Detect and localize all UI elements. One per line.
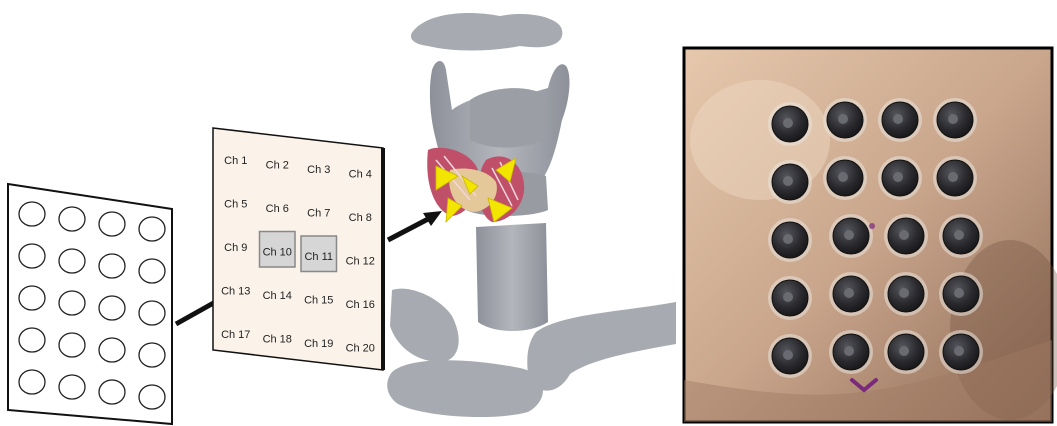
channel-label: Ch 1 [224, 155, 247, 167]
hyoid-bone [411, 13, 562, 51]
neck-photo [684, 48, 1057, 422]
electrode-icon [19, 244, 45, 268]
electrode-icon [139, 301, 165, 325]
electrode-icon [139, 217, 165, 241]
channel-label: Ch 9 [224, 242, 247, 254]
channel-label: Ch 11 [304, 251, 333, 263]
channel-label: Ch 13 [221, 285, 250, 297]
channel-label: Ch 2 [266, 159, 289, 171]
electrode-icon [59, 333, 85, 357]
channel-label: Ch 17 [221, 329, 250, 341]
sternum [387, 360, 543, 417]
clavicle-left [390, 289, 459, 362]
electrode-icon [139, 343, 165, 367]
channel-label: Ch 10 [263, 246, 292, 258]
channel-label: Ch 8 [349, 212, 372, 224]
electrode-icon [59, 207, 85, 231]
clavicle-right [527, 302, 676, 391]
electrode-icon [99, 338, 125, 362]
trachea [476, 222, 548, 331]
electrode-icon [99, 254, 125, 278]
electrode-array [8, 184, 172, 424]
channel-label: Ch 6 [266, 203, 289, 215]
electrode-icon [99, 380, 125, 404]
channel-label: Ch 12 [346, 255, 375, 267]
channel-label: Ch 15 [304, 294, 333, 306]
electrode-icon [19, 328, 45, 352]
channel-label: Ch 18 [263, 333, 292, 345]
channel-label: Ch 16 [346, 299, 375, 311]
electrode-icon [59, 291, 85, 315]
channel-label: Ch 20 [346, 342, 375, 354]
electrode-icon [99, 212, 125, 236]
electrode-icon [139, 385, 165, 409]
channel-label: Ch 5 [224, 198, 247, 210]
electrode-icon [19, 286, 45, 310]
arrow-icon [388, 211, 442, 240]
electrode-icon [99, 296, 125, 320]
channel-label: Ch 7 [307, 207, 330, 219]
electrode-icon [139, 259, 165, 283]
channel-label: Ch 4 [349, 168, 372, 180]
electrode-icon [19, 370, 45, 394]
electrode-icon [19, 202, 45, 226]
channel-map-panel: Ch 1 Ch 2 Ch 3 Ch 4 Ch 5 Ch 6 Ch 7 Ch 8 Ch 9 Ch 1… [213, 128, 383, 370]
electrode-icon [59, 249, 85, 273]
electrode-icon [59, 375, 85, 399]
channel-label: Ch 3 [307, 164, 330, 176]
channel-label: Ch 14 [263, 290, 292, 302]
channel-label: Ch 19 [304, 338, 333, 350]
